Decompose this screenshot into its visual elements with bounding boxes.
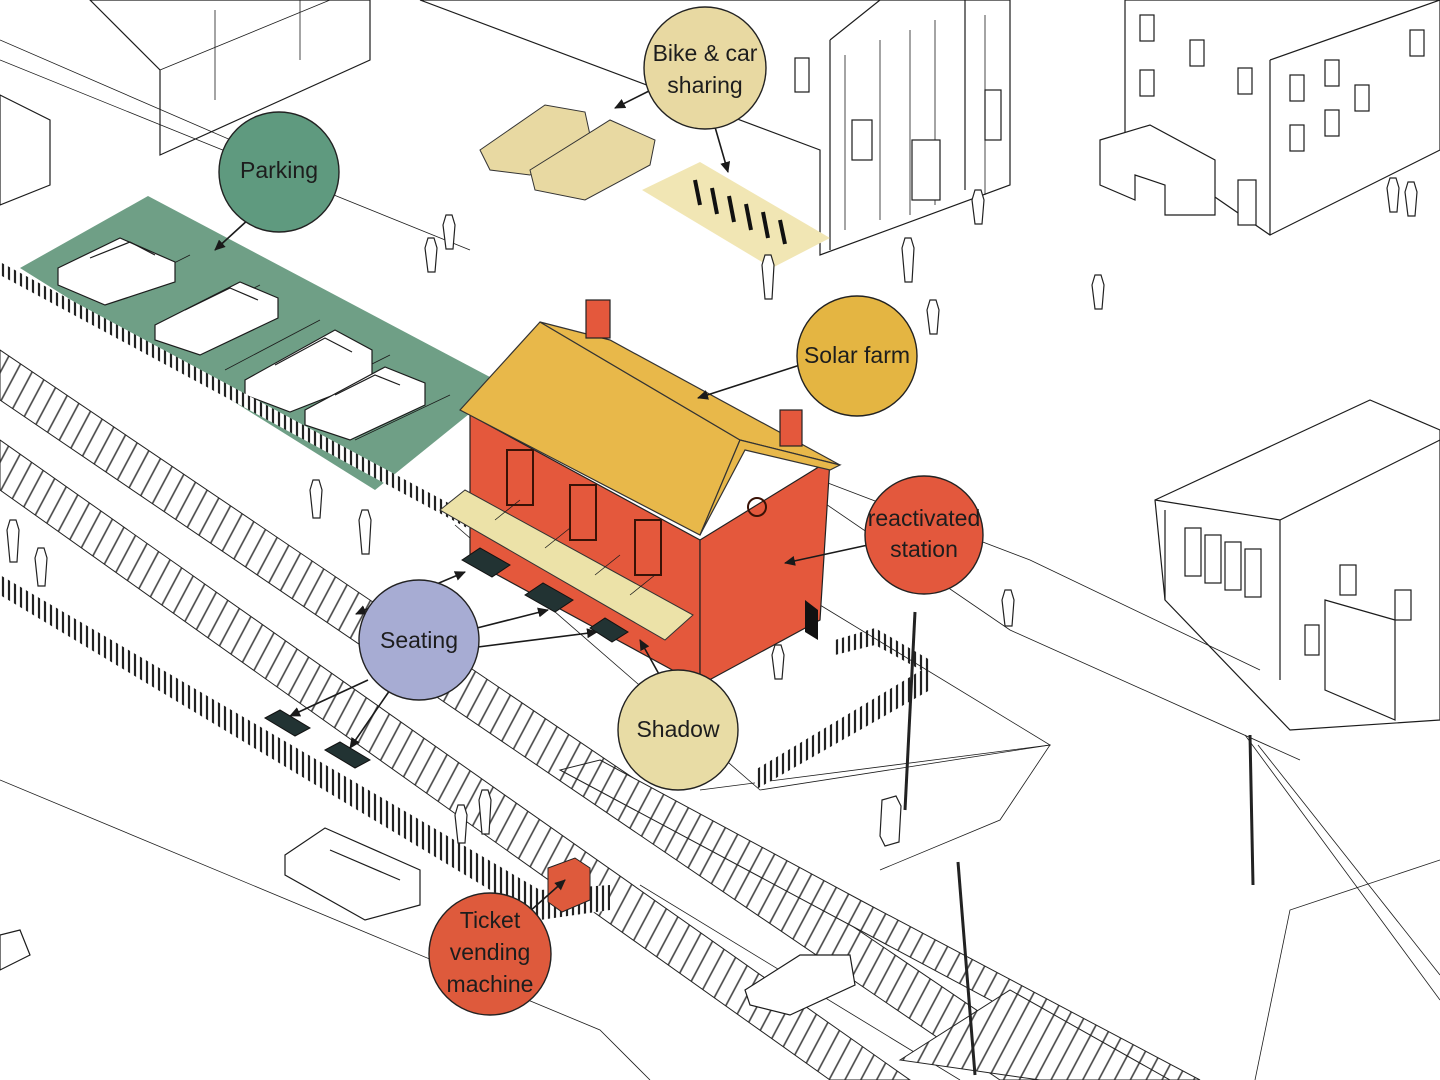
sharing-label-line2: sharing (667, 72, 742, 98)
canopy-shadow (439, 489, 694, 641)
sharing-area (479, 104, 830, 268)
callout-ticket-vending-machine: Ticket vending machine (428, 892, 552, 1016)
church-building (419, 0, 1011, 256)
callout-arrows (214, 87, 869, 921)
parked-cars (57, 237, 426, 441)
station-label-line1: reactivated (868, 505, 981, 531)
house-top-right (1099, 0, 1440, 236)
pedestrians (6, 177, 1418, 847)
sharing-label-line1: Bike & car (653, 40, 758, 66)
barn-right (1154, 399, 1440, 731)
station-label-line2: station (890, 536, 958, 562)
ticket-machine (547, 857, 591, 913)
railway-tracks (0, 349, 1201, 1080)
seating-label: Seating (380, 627, 458, 653)
callout-solar-farm: Solar farm (796, 295, 918, 417)
solar-label: Solar farm (804, 342, 910, 368)
callout-parking: Parking (218, 111, 340, 233)
ticket-label-line1: Ticket (460, 907, 521, 933)
callout-bike-car-sharing: Bike & car sharing (643, 6, 767, 130)
ticket-label-line3: machine (447, 971, 534, 997)
warehouse-top-left (0, 0, 371, 206)
fences (0, 262, 930, 920)
shadow-label: Shadow (636, 716, 720, 742)
benches (263, 547, 629, 769)
callout-reactivated-station: reactivated station (864, 475, 984, 595)
poles (903, 611, 1255, 1076)
callout-shadow: Shadow (617, 669, 739, 791)
ticket-label-line2: vending (450, 939, 531, 965)
road-vehicles (0, 827, 856, 1016)
callout-seating: Seating (358, 579, 480, 701)
platform (454, 524, 1052, 791)
parking-label: Parking (240, 157, 318, 183)
